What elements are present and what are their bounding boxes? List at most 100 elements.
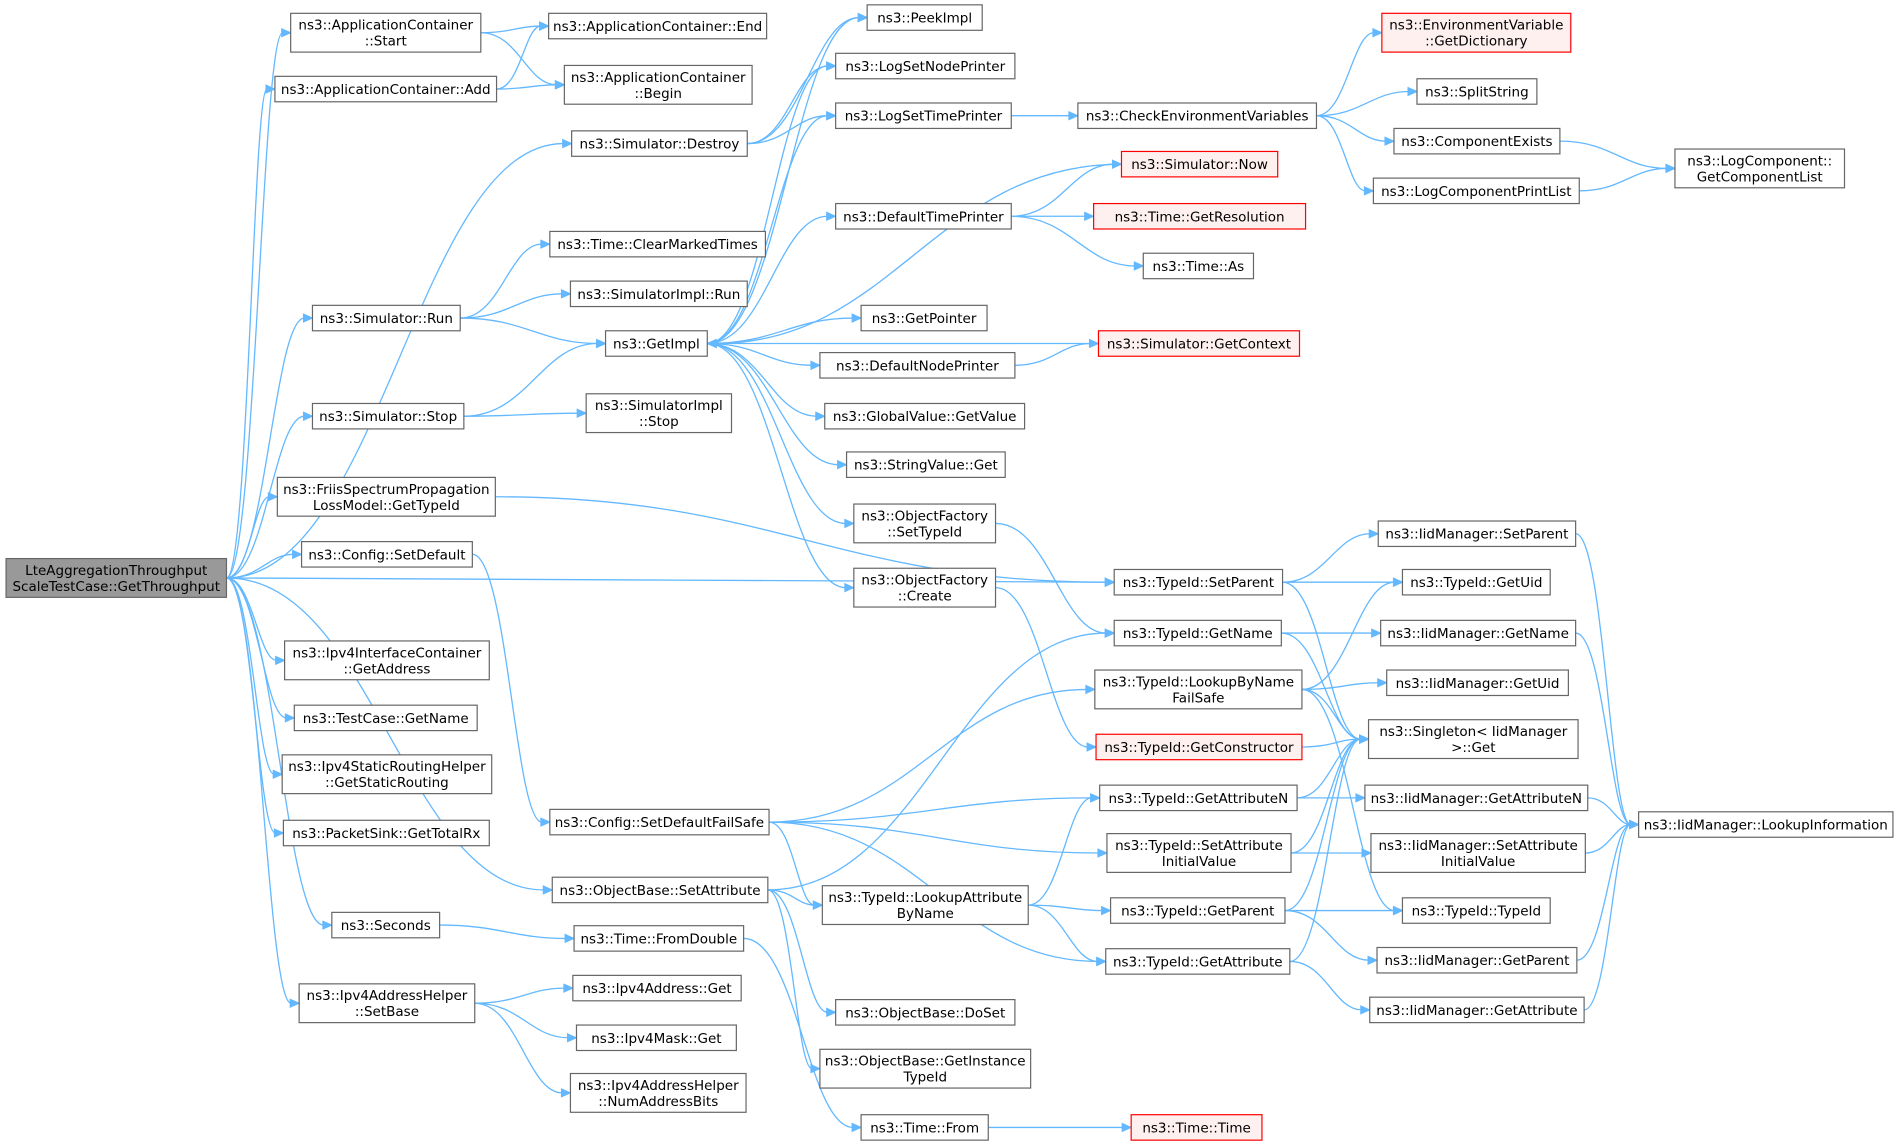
node-app-add[interactable]: ns3::ApplicationContainer::Add	[274, 75, 498, 103]
node-tid-set-parent[interactable]: ns3::TypeId::SetParent	[1113, 568, 1284, 596]
edge-arrowhead	[826, 1007, 837, 1018]
node-box	[835, 202, 1012, 230]
edge-line	[715, 163, 1122, 345]
node-sim-stop[interactable]: ns3::Simulator::Stop	[311, 402, 465, 430]
node-iid-set-attr-init[interactable]: ns3::IidManager::SetAttributeInitialValu…	[1370, 833, 1586, 873]
node-box	[571, 130, 748, 157]
node-label: TypeId	[902, 1070, 947, 1086]
node-label: ::NumAddressBits	[598, 1094, 718, 1110]
edge-line	[1014, 342, 1091, 366]
node-iid-get-attr[interactable]: ns3::IidManager::GetAttribute	[1369, 996, 1585, 1024]
edge-arrowhead	[1133, 261, 1145, 271]
node-iid-set-parent[interactable]: ns3::IidManager::SetParent	[1377, 520, 1577, 548]
node-of-set-type-id[interactable]: ns3::ObjectFactory::SetTypeId	[853, 503, 997, 544]
node-iid-get-name[interactable]: ns3::IidManager::GetName	[1380, 619, 1577, 647]
node-singleton[interactable]: ns3::Singleton< IidManager >::Get	[1367, 719, 1579, 760]
node-num-addr-bits[interactable]: ns3::Ipv4AddressHelper::NumAddressBits	[569, 1072, 747, 1113]
node-ipv4-ic[interactable]: ns3::Ipv4InterfaceContainer::GetAddress	[284, 640, 490, 681]
node-box	[549, 808, 770, 836]
node-ipv4-setbase[interactable]: ns3::Ipv4AddressHelper::SetBase	[298, 983, 476, 1024]
node-tid-get-attr[interactable]: ns3::TypeId::GetAttribute	[1105, 948, 1291, 975]
node-sim-run[interactable]: ns3::Simulator::Run	[311, 304, 461, 332]
node-time-clear[interactable]: ns3::Time::ClearMarkedTimes	[549, 230, 767, 258]
node-cfg-set-default[interactable]: ns3::Config::SetDefault	[300, 541, 473, 568]
node-label: ns3::TypeId::LookupAttribute	[828, 890, 1022, 906]
node-obj-do-set[interactable]: ns3::ObjectBase::DoSet	[835, 999, 1016, 1026]
node-split-string[interactable]: ns3::SplitString	[1416, 78, 1538, 105]
node-cfg-fail-safe[interactable]: ns3::Config::SetDefaultFailSafe	[549, 808, 770, 836]
edge-arrowhead	[322, 920, 334, 930]
node-iid-get-uid[interactable]: ns3::IidManager::GetUid	[1386, 669, 1569, 697]
node-tid-get-attr-n[interactable]: ns3::TypeId::GetAttributeN	[1099, 784, 1298, 812]
node-test-get-name[interactable]: ns3::TestCase::GetName	[293, 704, 478, 732]
node-str-get[interactable]: ns3::StringValue::Get	[845, 451, 1006, 478]
call-edge-ipv4-setbase-to-num-addr-bits	[474, 1002, 572, 1098]
node-log-comp-print[interactable]: ns3::LogComponentPrintList	[1372, 177, 1580, 205]
node-friis[interactable]: ns3::FriisSpectrumPropagationLossModel::…	[276, 476, 496, 517]
node-tid-get-parent[interactable]: ns3::TypeId::GetParent	[1109, 897, 1286, 924]
node-tid-get-ctor[interactable]: ns3::TypeId::GetConstructor	[1095, 733, 1303, 761]
node-time-from[interactable]: ns3::Time::From	[860, 1114, 989, 1141]
node-tid-get-uid[interactable]: ns3::TypeId::GetUid	[1401, 568, 1551, 596]
node-sim-destroy[interactable]: ns3::Simulator::Destroy	[571, 130, 748, 157]
node-get-impl[interactable]: ns3::GetImpl	[604, 330, 708, 357]
node-sim-impl-run[interactable]: ns3::SimulatorImpl::Run	[569, 280, 748, 308]
node-obj-set-attr[interactable]: ns3::ObjectBase::SetAttribute	[551, 876, 769, 904]
node-sim-now[interactable]: ns3::Simulator::Now	[1120, 150, 1279, 178]
call-edge-root-to-obj-set-attr	[226, 577, 554, 895]
node-def-time[interactable]: ns3::DefaultTimePrinter	[835, 202, 1012, 230]
edge-line	[747, 115, 828, 145]
node-app-start[interactable]: ns3::ApplicationContainer::Start	[290, 12, 482, 53]
node-time-as[interactable]: ns3::Time::As	[1142, 252, 1255, 280]
node-box	[1393, 127, 1561, 155]
node-def-node[interactable]: ns3::DefaultNodePrinter	[819, 351, 1016, 379]
node-seconds[interactable]: ns3::Seconds	[331, 911, 441, 939]
node-iid-get-attr-n[interactable]: ns3::IidManager::GetAttributeN	[1364, 784, 1589, 812]
node-ipv4-mask-get[interactable]: ns3::Ipv4Mask::Get	[575, 1024, 737, 1052]
call-edge-root-to-app-start	[226, 27, 292, 579]
node-box	[819, 351, 1016, 379]
node-box	[5, 557, 228, 598]
node-ipv4-addr-get[interactable]: ns3::Ipv4Address::Get	[572, 974, 742, 1002]
node-tid-get-name[interactable]: ns3::TypeId::GetName	[1113, 619, 1282, 647]
node-get-pointer[interactable]: ns3::GetPointer	[860, 304, 988, 332]
node-log-set-time[interactable]: ns3::LogSetTimePrinter	[835, 102, 1012, 130]
node-box	[1099, 784, 1298, 812]
call-edge-of-set-type-id-to-tid-get-name	[995, 522, 1116, 638]
node-env-dict[interactable]: ns3::EnvironmentVariable::GetDictionary	[1381, 12, 1572, 53]
node-packet-sink[interactable]: ns3::PacketSink::GetTotalRx	[282, 819, 490, 847]
node-log-comp-get-list[interactable]: ns3::LogComponent::GetComponentList	[1674, 148, 1846, 189]
node-label: ns3::SimulatorImpl	[595, 398, 723, 414]
node-time-time[interactable]: ns3::Time::Time	[1130, 1114, 1263, 1141]
call-edge-tid-lookup-attr-to-tid-get-attr	[1028, 904, 1107, 967]
node-sim-get-context[interactable]: ns3::Simulator::GetContext	[1097, 330, 1301, 357]
node-iid-lookup-info[interactable]: ns3::IidManager::LookupInformation	[1638, 811, 1894, 838]
node-app-end[interactable]: ns3::ApplicationContainer::End	[548, 12, 768, 40]
node-label: ::Create	[898, 589, 952, 605]
node-label: ::Begin	[634, 86, 682, 102]
call-edge-tid-get-attr-n-to-singleton	[1297, 734, 1370, 799]
node-time-from-double[interactable]: ns3::Time::FromDouble	[573, 925, 745, 952]
node-time-get-res[interactable]: ns3::Time::GetResolution	[1093, 202, 1307, 230]
node-root[interactable]: LteAggregationThroughputScaleTestCase::G…	[5, 557, 228, 598]
node-box	[821, 885, 1029, 926]
node-log-set-node[interactable]: ns3::LogSetNodePrinter	[835, 52, 1016, 80]
node-iid-get-parent[interactable]: ns3::IidManager::GetParent	[1376, 946, 1578, 974]
node-check-env[interactable]: ns3::CheckEnvironmentVariables	[1077, 102, 1318, 130]
node-peek-impl[interactable]: ns3::PeekImpl	[866, 4, 983, 31]
node-app-begin[interactable]: ns3::ApplicationContainer::Begin	[563, 64, 753, 105]
node-static-routing[interactable]: ns3::Ipv4StaticRoutingHelper::GetStaticR…	[281, 754, 493, 795]
node-comp-exists[interactable]: ns3::ComponentExists	[1393, 127, 1561, 155]
edge-line	[226, 577, 275, 775]
node-label: ns3::ApplicationContainer	[571, 70, 746, 86]
node-of-create[interactable]: ns3::ObjectFactory::Create	[853, 567, 997, 608]
edge-arrowhead	[857, 12, 869, 23]
node-tid-type-id[interactable]: ns3::TypeId::TypeId	[1401, 897, 1551, 924]
node-gv-get-value[interactable]: ns3::GlobalValue::GetValue	[824, 402, 1026, 430]
edge-line	[768, 821, 815, 906]
node-sim-impl-stop[interactable]: ns3::SimulatorImpl::Stop	[585, 393, 733, 434]
